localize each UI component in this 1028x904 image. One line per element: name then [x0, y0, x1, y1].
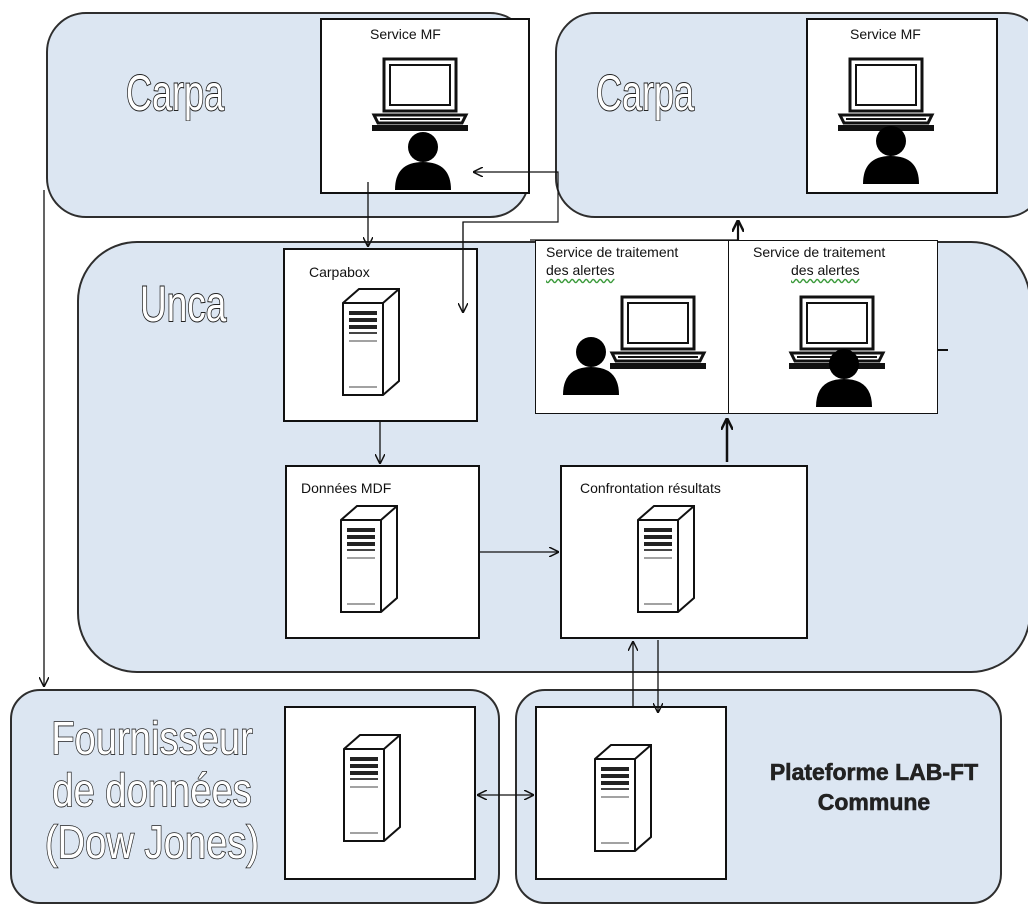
alertes-title-line2: des alertes — [791, 262, 860, 278]
carpabox-box: Carpabox — [283, 248, 478, 422]
laptop-icon — [370, 57, 470, 137]
user-icon — [560, 335, 622, 395]
zone-label-carpa-left: Carpa — [125, 64, 225, 122]
fournisseur-line-1: Fournisseur — [51, 711, 254, 765]
confrontation-title: Confrontation résultats — [580, 480, 721, 496]
user-icon — [392, 130, 454, 190]
server-icon — [341, 286, 401, 398]
service-mf-box-right: Service MF — [806, 18, 998, 194]
alertes-title-line1: Service de traitement — [546, 244, 679, 260]
alertes-title-line2: des alertes — [546, 262, 615, 278]
server-icon — [342, 732, 402, 844]
fournisseur-line-2: de données — [52, 763, 253, 817]
donnees-mdf-box: Données MDF — [285, 465, 480, 639]
service-mf-title: Service MF — [370, 26, 441, 42]
server-icon — [636, 503, 696, 615]
zone-label-unca: Unca — [139, 275, 227, 333]
service-mf-title: Service MF — [850, 26, 921, 42]
user-icon — [860, 124, 922, 184]
confrontation-box: Confrontation résultats — [560, 465, 808, 639]
alertes-box-left: Service de traitement des alertes — [535, 240, 729, 414]
user-icon — [813, 347, 875, 407]
plateforme-line-1: Plateforme LAB-FT — [769, 759, 979, 786]
service-mf-box-left: Service MF — [320, 18, 530, 194]
server-icon — [593, 742, 653, 854]
zone-label-plateforme: Plateforme LAB-FT Commune — [724, 757, 1024, 817]
fournisseur-line-3: (Dow Jones) — [44, 815, 260, 869]
alertes-title-line1: Service de traitement — [753, 244, 886, 260]
fournisseur-server-box — [284, 706, 476, 880]
server-icon — [339, 503, 399, 615]
donnees-mdf-title: Données MDF — [301, 480, 392, 496]
zone-label-fournisseur: Fournisseur de données (Dow Jones) — [14, 711, 290, 869]
alertes-box-right: Service de traitement des alertes — [728, 240, 938, 414]
plateforme-line-2: Commune — [817, 789, 931, 816]
carpabox-title: Carpabox — [309, 264, 370, 280]
plateforme-server-box — [535, 706, 727, 880]
zone-label-carpa-right: Carpa — [595, 64, 695, 122]
